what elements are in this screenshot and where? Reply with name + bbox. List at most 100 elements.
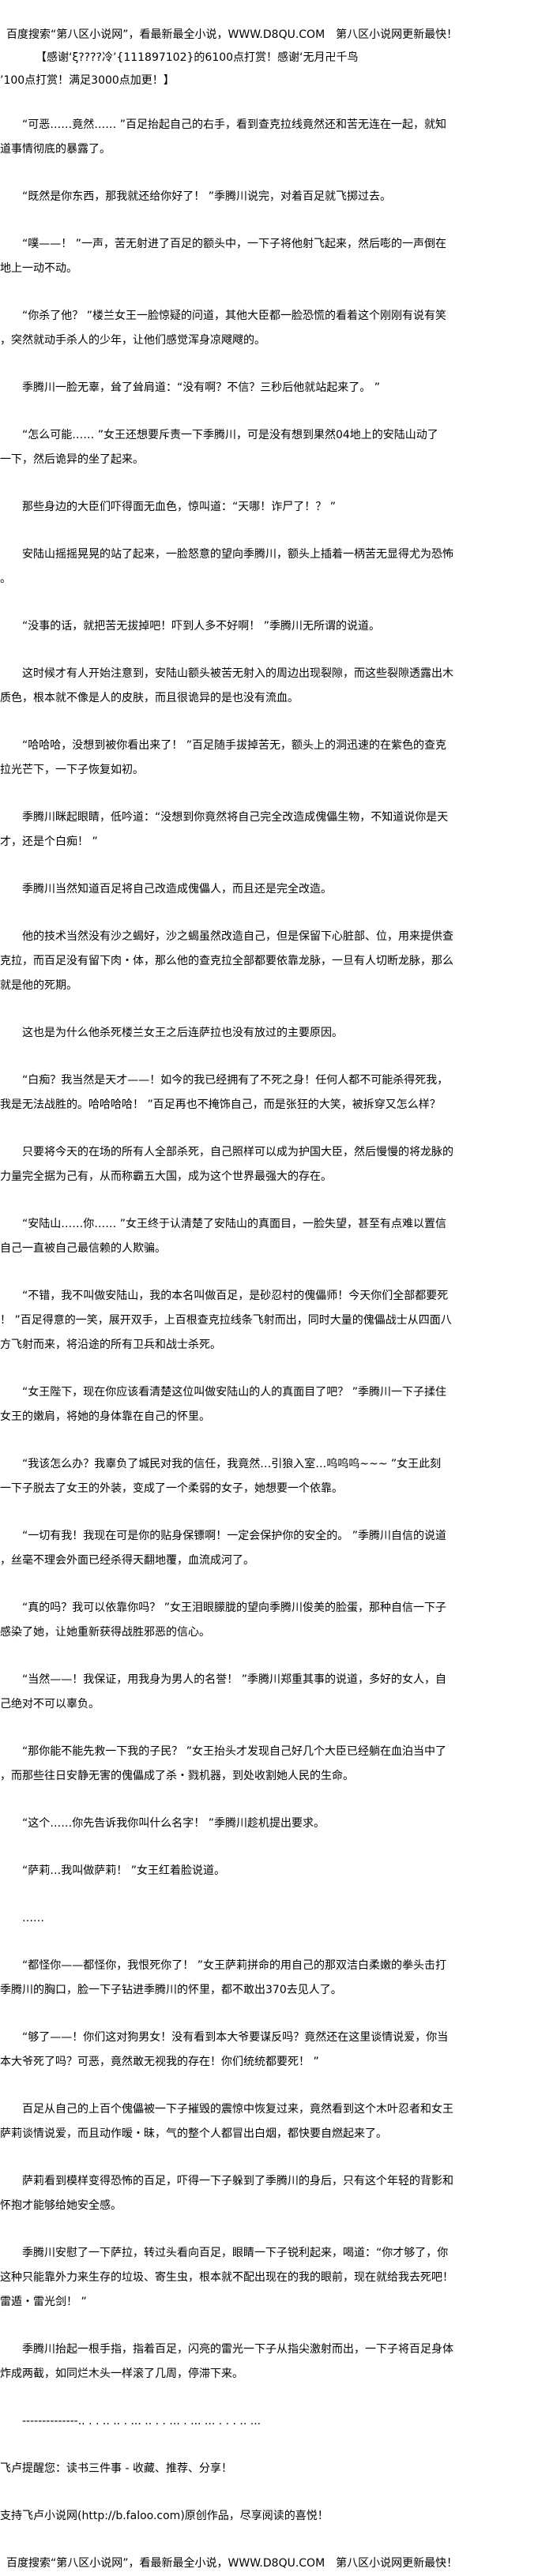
paragraph: “我该怎么办？我辜负了城民对我的信任，我竟然…引狼入室…呜呜呜~~~ ”女王此刻…: [0, 1452, 553, 1501]
paragraph-line: 这也是为什么他杀死楼兰女王之后连萨拉也没有放过的主要原因。: [22, 1027, 343, 1039]
paragraph: “真的吗？我可以依靠你吗？ ”女王泪眼朦胧的望向季腾川俊美的脸蛋，那种自信一下子…: [0, 1596, 553, 1645]
paragraph-line: 自己一直被自己最信赖的人欺骗。: [0, 1242, 166, 1255]
paragraph-line: “白痴？我当然是天才——！如今的我已经拥有了不死之身！任何人都不可能杀得死我，: [22, 1074, 449, 1087]
paragraph: 季腾川一脸无辜，耸了耸肩道：“没有啊？不信？三秒后他就站起来了。 ”: [0, 376, 553, 400]
paragraph-line: “那你能不能先救一下我的子民？ ”女王抬头才发现自己好几个大臣已经躺在血泊当中了: [22, 1745, 446, 1758]
paragraph-line: “当然——！我保证，用我身为男人的名誉！ ”季腾川郑重其事的说道，多好的女人，自: [22, 1673, 446, 1686]
paragraph-line: 拉光芒下，一下子恢复如初。: [0, 764, 144, 776]
paragraph-line: 女王的嫩肩，将她的身体靠在自己的怀里。: [0, 1410, 210, 1423]
paragraph-line: 方飞射而来，将沿途的所有卫兵和战士杀死。: [0, 1339, 221, 1351]
paragraph-line: “真的吗？我可以依靠你吗？ ”女王泪眼朦胧的望向季腾川俊美的脸蛋，那种自信一下子: [22, 1602, 446, 1614]
paragraph-line: 道事情彻底的暴露了。: [0, 143, 111, 156]
paragraph-line: “既然是你东西，那我就还给你好了！ ”季腾川说完，对着百足就飞掷过去。: [22, 190, 391, 203]
paragraph-line: “女王陛下，现在你应该看清楚这位叫做安陆山的人的真面目了吧？ ”季腾川一下子揉住: [22, 1386, 446, 1399]
paragraph-line: “都怪你——都怪你，我恨死你了！ ”女王萨莉拼命的用自己的那双洁白柔嫩的拳头击打: [22, 1959, 446, 1972]
paragraph-line: 季腾川当然知道百足将自己改造成傀儡人，而且还是完全改造。: [22, 883, 332, 896]
paragraph-line: “够了——！你们这对狗男女！没有看到本大爷要谋反吗？竟然还在这里谈情说爱，你当: [22, 2031, 449, 2044]
paragraph: 只要将今天的在场的所有人全部杀死，自己照样可以成为护国大臣，然后慢慢的将龙脉的力…: [0, 1140, 553, 1189]
page-footer: 飞卢提醒您：读书三件事 - 收藏、推荐、分享！ 支持飞卢小说网(http://b…: [0, 2457, 553, 2576]
paragraph: “可恶……竟然…… ”百足抬起自己的右手，看到查克拉线竟然还和苦无连在一起，就知…: [0, 113, 553, 162]
support-note: 支持飞卢小说网(http://b.faloo.com)原创作品，尽享阅读的喜悦！: [0, 2510, 329, 2522]
paragraph-line: 萨莉谈情说爱，而且动作暧・昧，气的整个人都冒出白烟，都快要自燃起来了。: [0, 2127, 387, 2140]
paragraph-line: “这个……你先告诉我你叫什么名字！ ”季腾川趁机提出要求。: [22, 1817, 325, 1830]
paragraph-line: 季腾川一脸无辜，耸了耸肩道：“没有啊？不信？三秒后他就站起来了。 ”: [22, 381, 380, 394]
paragraph-line: “你杀了他？ ”楼兰女王一脸惊疑的问道，其他大臣都一脸恐慌的看着这个刚刚有说有笑: [22, 310, 446, 322]
paragraph-line: “萨莉…我叫做萨莉！ ”女王红着脸说道。: [22, 1864, 225, 1877]
paragraph: “噗——！ ”一声，苦无射进了百足的额头中，一下子将他射飞起来，然后嘭的一声倒在…: [0, 232, 553, 281]
paragraph-line: 这时候才有人开始注意到，安陆山额头被苦无射入的周边出现裂隙，而这些裂隙透露出木: [22, 667, 453, 680]
site-ad-footer: 百度搜索“第八区小说网”，看最新最全小说，WWW.D8QU.COM 第八区小说网…: [6, 2557, 458, 2570]
chapter-body: “可恶……竟然…… ”百足抬起自己的右手，看到查克拉线竟然还和苦无连在一起，就知…: [0, 113, 553, 2434]
paragraph-line: 那些身边的大臣们吓得面无血色，惊叫道：“天哪！诈尸了！？ ”: [22, 501, 336, 513]
page-header: 百度搜索“第八区小说网”，看最新最全小说，WWW.D8QU.COM 第八区小说网…: [0, 0, 553, 92]
paragraph-line: 季腾川安慰了一下萨拉，转过头看向百足，眼睛一下子锐利起来，喝道：“你才够了，你: [22, 2247, 449, 2259]
paragraph-line: ……: [22, 1912, 44, 1924]
paragraph-line: 安陆山摇摇晃晃的站了起来，一脸怒意的望向季腾川，额头上插着一柄苦无显得尤为恐怖: [22, 548, 453, 561]
paragraph-line: 本大爷死了吗？可恶，竟然敢无视我的存在！你们统统都要死！ ”: [0, 2056, 319, 2068]
paragraph: “怎么可能…… ”女王还想要斥责一下季腾川，可是没有想到果然04地上的安陆山动了…: [0, 423, 553, 472]
paragraph: --------------.. . . .. .. . ... .. . . …: [0, 2409, 553, 2434]
paragraph: “萨莉…我叫做萨莉！ ”女王红着脸说道。: [0, 1859, 553, 1883]
paragraph-line: 百足从自己的上百个傀儡被一下子摧毁的震惊中恢复过来，竟然看到这个木叶忍者和女王: [22, 2103, 453, 2116]
paragraph-line: “一切有我！我现在可是你的贴身保镖啊！一定会保护你的安全的。 ”季腾川自信的说道: [22, 1530, 446, 1542]
paragraph: 这时候才有人开始注意到，安陆山额头被苦无射入的周边出现裂隙，而这些裂隙透露出木质…: [0, 662, 553, 711]
paragraph-line: ，突然就动手杀人的少年，让他们感觉浑身凉飕飕的。: [0, 334, 265, 347]
paragraph-line: ！ ”百足得意的一笑，展开双手，上百根查克拉线条飞射而出，同时大量的傀儡战士从四…: [0, 1314, 452, 1327]
paragraph-line: 一下子脱去了女王的外装，变成了一个柔弱的女子，她想要一个依靠。: [0, 1482, 343, 1495]
paragraph: “那你能不能先救一下我的子民？ ”女王抬头才发现自己好几个大臣已经躺在血泊当中了…: [0, 1740, 553, 1789]
paragraph-line: “噗——！ ”一声，苦无射进了百足的额头中，一下子将他射飞起来，然后嘭的一声倒在: [22, 238, 446, 250]
paragraph-line: 力量完全据为己有，从而称霸五大国，成为这个世界最强大的存在。: [0, 1170, 332, 1183]
paragraph: “够了——！你们这对狗男女！没有看到本大爷要谋反吗？竟然还在这里谈情说爱，你当本…: [0, 2026, 553, 2075]
paragraph: “都怪你——都怪你，我恨死你了！ ”女王萨莉拼命的用自己的那双洁白柔嫩的拳头击打…: [0, 1954, 553, 2003]
paragraph-line: 地上一动不动。: [0, 262, 77, 275]
paragraph-line: 这种只能靠外力来生存的垃圾、寄生虫，根本就不配出现在的我的眼前，现在就给我去死吧…: [0, 2271, 453, 2284]
paragraph: “不错，我不叫做安陆山，我的本名叫做百足，是砂忍村的傀儡师！今天你们全部都要死 ！…: [0, 1284, 553, 1357]
paragraph: “你杀了他？ ”楼兰女王一脸惊疑的问道，其他大臣都一脸恐慌的看着这个刚刚有说有笑…: [0, 304, 553, 353]
paragraph: “没事的话，就把苦无拔掉吧！吓到人多不好啊！ ”季腾川无所谓的说道。: [0, 614, 553, 639]
paragraph-line: “没事的话，就把苦无拔掉吧！吓到人多不好啊！ ”季腾川无所谓的说道。: [22, 620, 380, 633]
paragraph-line: 克拉，而百足没有留下肉・体，那么他的查克拉全部都要依靠龙脉，一旦有人切断龙脉，那…: [0, 955, 453, 967]
paragraph-line: 感染了她，让她重新获得战胜邪恶的信心。: [0, 1626, 210, 1639]
paragraph: 季腾川当然知道百足将自己改造成傀儡人，而且还是完全改造。: [0, 877, 553, 902]
paragraph: 萨莉看到模样变得恐怖的百足，吓得一下子躲到了季腾川的身后，只有这个年轻的背影和怀…: [0, 2169, 553, 2218]
paragraph: “女王陛下，现在你应该看清楚这位叫做安陆山的人的真面目了吧？ ”季腾川一下子揉住…: [0, 1380, 553, 1429]
paragraph: “这个……你先告诉我你叫什么名字！ ”季腾川趁机提出要求。: [0, 1812, 553, 1836]
paragraph-line: 我是无法战胜的。哈哈哈哈！ ”百足再也不掩饰自己，而是张狂的大笑，被拆穿又怎么样…: [0, 1098, 441, 1111]
paragraph: “白痴？我当然是天才——！如今的我已经拥有了不死之身！任何人都不可能杀得死我， 我…: [0, 1068, 553, 1117]
paragraph-line: 己绝对不可以辜负。: [0, 1698, 100, 1710]
paragraph: 百足从自己的上百个傀儡被一下子摧毁的震惊中恢复过来，竟然看到这个木叶忍者和女王萨…: [0, 2097, 553, 2146]
paragraph: 季腾川抬起一根手指，指着百足，闪亮的雷光一下子从指尖激射而出，一下子将百足身体炸…: [0, 2338, 553, 2386]
paragraph: 他的技术当然没有沙之蝎好，沙之蝎虽然改造自己，但是保留下心脏部、位，用来提供查克…: [0, 925, 553, 998]
paragraph-line: 质色，根本就不像是人的皮肤，而且很诡异的是也没有流血。: [0, 692, 299, 704]
paragraph-line: 就是他的死期。: [0, 979, 77, 992]
paragraph: ……: [0, 1906, 553, 1931]
paragraph: 那些身边的大臣们吓得面无血色，惊叫道：“天哪！诈尸了！？ ”: [0, 495, 553, 520]
reading-reminder: 飞卢提醒您：读书三件事 - 收藏、推荐、分享！: [0, 2462, 232, 2475]
paragraph-line: 。: [0, 573, 11, 585]
paragraph-line: ，丝毫不理会外面已经杀得天翻地覆，血流成河了。: [0, 1554, 254, 1567]
thanks-note-line: ’100点打赏！满足3000点加更！】: [0, 74, 175, 87]
paragraph-line: “安陆山……你…… ”女王终于认清楚了安陆山的真面目，一脸失望，甚至有点难以置信: [22, 1218, 446, 1230]
paragraph-line: “我该怎么办？我辜负了城民对我的信任，我竟然…引狼入室…呜呜呜~~~ ”女王此刻: [22, 1458, 442, 1470]
thanks-note-line: 【感谢‘ξ????冷’{111897102}的6100点打赏！感谢‘无月卍千鸟: [36, 51, 359, 64]
paragraph: 季腾川安慰了一下萨拉，转过头看向百足，眼睛一下子锐利起来，喝道：“你才够了，你这…: [0, 2241, 553, 2315]
paragraph: “当然——！我保证，用我身为男人的名誉！ ”季腾川郑重其事的说道，多好的女人，自…: [0, 1668, 553, 1717]
paragraph-line: “不错，我不叫做安陆山，我的本名叫做百足，是砂忍村的傀儡师！今天你们全部都要死: [22, 1290, 449, 1302]
paragraph-line: 萨莉看到模样变得恐怖的百足，吓得一下子躲到了季腾川的身后，只有这个年轻的背影和: [22, 2175, 453, 2187]
paragraph: “安陆山……你…… ”女王终于认清楚了安陆山的真面目，一脸失望，甚至有点难以置信…: [0, 1212, 553, 1261]
paragraph-line: --------------.. . . .. .. . ... .. . . …: [22, 2415, 261, 2428]
site-ad-banner: 百度搜索“第八区小说网”，看最新最全小说，WWW.D8QU.COM 第八区小说网…: [6, 28, 458, 41]
paragraph: 安陆山摇摇晃晃的站了起来，一脸怒意的望向季腾川，额头上插着一柄苦无显得尤为恐怖。: [0, 543, 553, 591]
paragraph-line: 季腾川的胸口，脸一下子钻进季腾川的怀里，都不敢出370去见人了。: [0, 1984, 342, 1996]
paragraph: “一切有我！我现在可是你的贴身保镖啊！一定会保护你的安全的。 ”季腾川自信的说道…: [0, 1524, 553, 1573]
paragraph: 季腾川眯起眼睛，低吟道：“没想到你竟然将自己完全改造成傀儡生物，不知道说你是天才…: [0, 805, 553, 854]
paragraph-line: 只要将今天的在场的所有人全部杀死，自己照样可以成为护国大臣，然后慢慢的将龙脉的: [22, 1146, 453, 1158]
paragraph-line: 季腾川眯起眼睛，低吟道：“没想到你竟然将自己完全改造成傀儡生物，不知道说你是天: [22, 811, 449, 824]
paragraph-line: 他的技术当然没有沙之蝎好，沙之蝎虽然改造自己，但是保留下心脏部、位，用来提供查: [22, 930, 453, 943]
paragraph: “哈哈哈，没想到被你看出来了！ ”百足随手拔掉苦无，额头上的洞迅速的在紫色的查克…: [0, 734, 553, 783]
paragraph: 这也是为什么他杀死楼兰女王之后连萨拉也没有放过的主要原因。: [0, 1021, 553, 1046]
paragraph-line: “哈哈哈，没想到被你看出来了！ ”百足随手拔掉苦无，额头上的洞迅速的在紫色的查克: [22, 739, 446, 752]
paragraph-line: 一下，然后诡异的坐了起来。: [0, 453, 144, 466]
paragraph-line: “可恶……竟然…… ”百足抬起自己的右手，看到查克拉线竟然还和苦无连在一起，就知: [22, 118, 446, 131]
paragraph-line: “怎么可能…… ”女王还想要斥责一下季腾川，可是没有想到果然04地上的安陆山动了: [22, 429, 438, 441]
